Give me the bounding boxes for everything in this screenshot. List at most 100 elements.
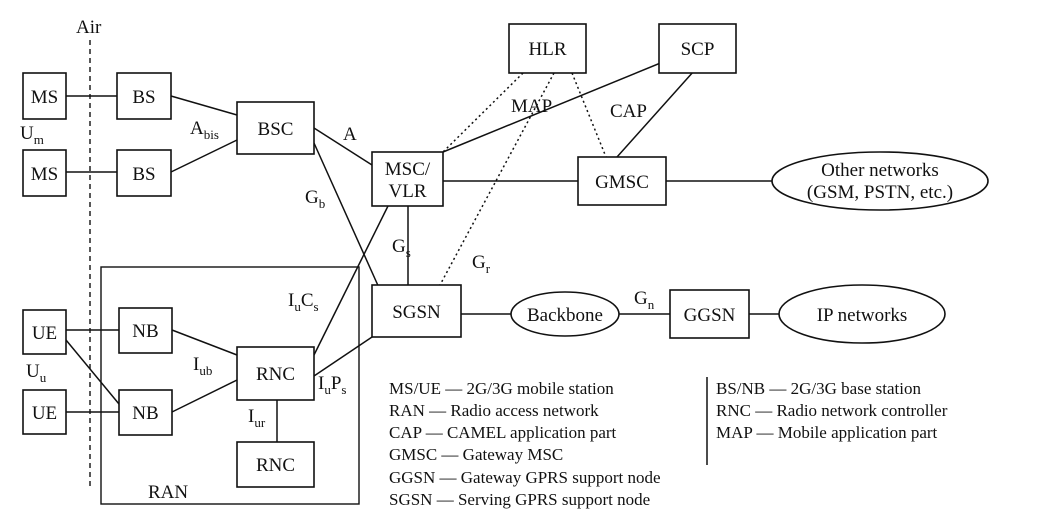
node-bsc-label: BSC bbox=[258, 119, 294, 140]
node-other-networks: Other networks (GSM, PSTN, etc.) bbox=[771, 151, 989, 211]
gb-label: Gb bbox=[305, 187, 325, 211]
abis-label: Abis bbox=[190, 118, 219, 142]
gn-label: Gn bbox=[634, 288, 655, 312]
iups-main2: P bbox=[331, 373, 342, 394]
air-label: Air bbox=[76, 17, 102, 38]
cap-label: CAP bbox=[610, 101, 647, 122]
link-msc-scp bbox=[442, 54, 681, 153]
node-msc-label-line1: MSC/ bbox=[385, 159, 431, 180]
node-ip-networks: IP networks bbox=[778, 284, 946, 344]
legend-left-1: RAN — Radio access network bbox=[389, 401, 599, 420]
legend-left-4: GGSN — Gateway GPRS support node bbox=[389, 468, 661, 487]
map-label: MAP bbox=[511, 96, 552, 117]
node-bs-1-label: BS bbox=[132, 87, 155, 108]
iucs-main: I bbox=[288, 290, 294, 311]
connections bbox=[65, 54, 779, 442]
node-hlr-label: HLR bbox=[529, 39, 567, 60]
node-sgsn-label: SGSN bbox=[392, 302, 441, 323]
ran-frame bbox=[100, 266, 360, 505]
gb-main: G bbox=[305, 187, 319, 208]
iub-label: Iub bbox=[193, 354, 212, 378]
legend-left-5: SGSN — Serving GPRS support node bbox=[389, 490, 650, 509]
iub-main: I bbox=[193, 354, 199, 375]
node-nb-1-label: NB bbox=[132, 321, 158, 342]
iub-sub: ub bbox=[199, 363, 212, 378]
iur-sub: ur bbox=[254, 415, 266, 430]
node-rnc-2: RNC bbox=[236, 441, 315, 488]
node-rnc-1-label: RNC bbox=[256, 364, 295, 385]
gn-sub: n bbox=[648, 297, 655, 312]
iur-label: Iur bbox=[248, 406, 266, 430]
node-bs-1: BS bbox=[116, 72, 172, 120]
node-rnc-2-label: RNC bbox=[256, 455, 295, 476]
node-other-label-line1: Other networks bbox=[821, 160, 939, 181]
node-sgsn: SGSN bbox=[371, 284, 462, 338]
iucs-label: IuCs bbox=[288, 290, 319, 314]
uu-label: Uu bbox=[26, 361, 47, 385]
gs-main: G bbox=[392, 236, 406, 257]
node-gmsc: GMSC bbox=[577, 156, 667, 206]
gs-label: Gs bbox=[392, 236, 411, 260]
link-bsc-msc bbox=[313, 127, 373, 166]
sig-hlr-msc bbox=[442, 72, 524, 153]
link-bs1-bsc bbox=[170, 95, 238, 116]
um-sub: m bbox=[34, 132, 44, 147]
gr-label: Gr bbox=[472, 252, 491, 276]
legend-left-2: CAP — CAMEL application part bbox=[389, 423, 617, 442]
node-hlr: HLR bbox=[508, 23, 587, 74]
node-ggsn: GGSN bbox=[669, 289, 750, 339]
node-ue-2-label: UE bbox=[32, 403, 57, 424]
node-ue-1-label: UE bbox=[32, 323, 57, 344]
node-ms-2-label: MS bbox=[31, 164, 58, 185]
node-nb-2: NB bbox=[118, 389, 173, 436]
link-gmsc-scp bbox=[616, 61, 703, 158]
node-scp: SCP bbox=[658, 23, 737, 74]
uu-sub: u bbox=[40, 370, 47, 385]
iucs-main2: C bbox=[301, 290, 314, 311]
gr-sub: r bbox=[486, 261, 491, 276]
link-ue1-nb2 bbox=[65, 339, 120, 405]
node-nb-1: NB bbox=[118, 307, 173, 354]
node-nb-2-label: NB bbox=[132, 403, 158, 424]
node-backbone-label: Backbone bbox=[527, 305, 603, 326]
iups-sub: u bbox=[324, 382, 331, 397]
node-rnc-1: RNC bbox=[236, 346, 315, 401]
node-ms-1-label: MS bbox=[31, 87, 58, 108]
node-other-label-line2: (GSM, PSTN, etc.) bbox=[807, 182, 953, 203]
abis-main: A bbox=[190, 118, 204, 139]
node-bs-2: BS bbox=[116, 149, 172, 197]
gb-sub: b bbox=[319, 196, 326, 211]
iups-label: IuPs bbox=[318, 373, 346, 397]
legend-left-3: GMSC — Gateway MSC bbox=[389, 445, 563, 464]
iucs-sub: u bbox=[294, 299, 301, 314]
legend-right-2: MAP — Mobile application part bbox=[716, 423, 938, 442]
link-bsc-sgsn bbox=[313, 142, 381, 291]
iups-main: I bbox=[318, 373, 324, 394]
node-ip-label: IP networks bbox=[817, 305, 908, 326]
gn-main: G bbox=[634, 288, 648, 309]
iucs-sub2: s bbox=[314, 299, 319, 314]
sig-hlr-gmsc bbox=[571, 72, 607, 158]
legend: MS/UE — 2G/3G mobile station RAN — Radio… bbox=[389, 377, 948, 509]
node-scp-label: SCP bbox=[681, 39, 715, 60]
link-bs2-bsc bbox=[170, 139, 238, 173]
um-main: U bbox=[20, 123, 34, 144]
node-backbone: Backbone bbox=[510, 291, 620, 337]
legend-left-0: MS/UE — 2G/3G mobile station bbox=[389, 379, 614, 398]
link-nb2-rnc bbox=[171, 379, 238, 413]
node-ms-2: MS bbox=[22, 149, 67, 197]
abis-sub: bis bbox=[204, 127, 219, 142]
node-ms-1: MS bbox=[22, 72, 67, 120]
node-msc-label-line2: VLR bbox=[389, 181, 427, 202]
legend-right-0: BS/NB — 2G/3G base station bbox=[716, 379, 921, 398]
node-ue-2: UE bbox=[22, 389, 67, 435]
node-msc-vlr: MSC/ VLR bbox=[371, 151, 444, 207]
a-label: A bbox=[343, 124, 357, 145]
link-rnc-msc bbox=[313, 205, 389, 356]
link-rnc-sgsn bbox=[313, 332, 379, 377]
node-ggsn-label: GGSN bbox=[684, 305, 736, 326]
gr-main: G bbox=[472, 252, 486, 273]
uu-main: U bbox=[26, 361, 40, 382]
node-bs-2-label: BS bbox=[132, 164, 155, 185]
